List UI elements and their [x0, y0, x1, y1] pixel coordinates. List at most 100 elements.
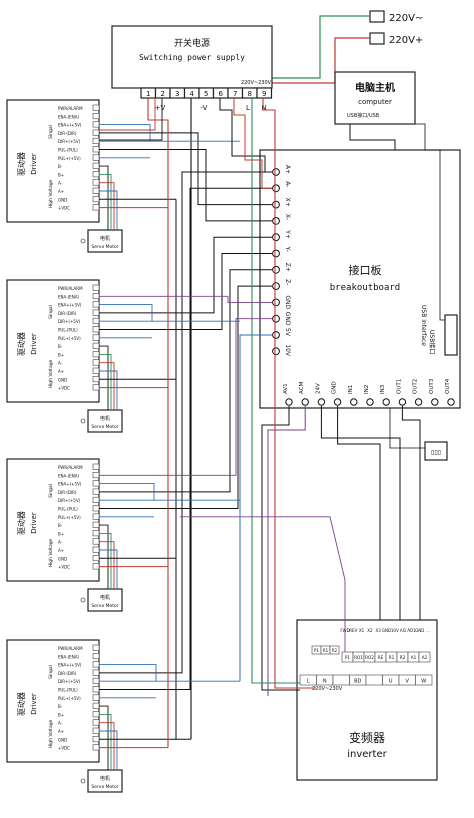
psu-ac-label: 220V~230V [241, 80, 272, 86]
driver-pin-label: ENA-(ENA) [58, 294, 79, 299]
driver-pin-terminal [92, 179, 100, 186]
driver-pin-label: DIR+(+5V) [58, 319, 81, 324]
driver-pin-label: ENA+(+5V) [58, 663, 82, 668]
driver-pin-terminal [92, 513, 100, 520]
driver-pin-terminal [92, 505, 100, 512]
breakout-bottom-terminal [414, 398, 423, 406]
driver-pin-terminal [92, 744, 100, 751]
breakout-box [259, 149, 461, 409]
motor-lead-wire [99, 541, 115, 589]
signal-wire-dir [99, 171, 272, 674]
breakout-bottom-terminal [431, 398, 439, 406]
driver-pin-label: ENA-(ENA) [58, 654, 79, 659]
breakout-bottom-terminal [382, 398, 390, 406]
computer-host: 电脑主机 computer USB接口/USB [334, 71, 416, 150]
breakout-bottom-label: 24V [315, 383, 321, 394]
driver-pin-label: B- [58, 523, 63, 528]
driver-pin-terminal [92, 367, 100, 374]
motor-lead-wire [99, 549, 118, 589]
out1-to-inverter [401, 406, 421, 620]
driver-pin-label: PUL-(PUL) [58, 328, 78, 333]
out-wire-to-connector [389, 408, 425, 449]
breakout-pin-label: 5V [284, 328, 291, 337]
breakout-5v-bus [239, 334, 272, 682]
driver-title-cn: 驱动器 [16, 692, 26, 716]
driver-title-en: Driver [30, 153, 38, 175]
breakout-board: 接口板 breakoutboard A+A-X+X-Y+Y-Z+Z-GNDGND… [259, 123, 461, 461]
driver-pin-terminal [92, 334, 100, 341]
power-plug-2 [369, 32, 385, 45]
driver-pin-label: GND [58, 197, 67, 202]
motor-mount-icon [80, 597, 86, 603]
driver-pin-terminal [92, 677, 100, 685]
common-5v-wire [99, 664, 157, 682]
inverter-small-label: R2 [332, 648, 338, 653]
driver-pin-terminal [92, 196, 100, 203]
gnd-to-inverter [337, 406, 381, 620]
driver-pin-label: DIR-(DIR) [58, 131, 77, 136]
inverter-title-en: inverter [347, 749, 387, 760]
breakout-bottom-terminal [301, 398, 309, 406]
driver-pin-terminal [92, 187, 100, 194]
driver-pin-label: DIR-(DIR) [58, 671, 77, 676]
breakout-pin-label: A- [284, 181, 291, 187]
breakout-pin-terminal [272, 265, 280, 274]
inverter-top-label: 10V [391, 628, 399, 633]
inverter-top-label: X3 [376, 628, 382, 633]
driver-pin-terminal [92, 342, 100, 349]
inverter-power-label: N [323, 679, 327, 685]
driver-pin-terminal [92, 530, 100, 537]
inverter-power-terminal [365, 674, 383, 686]
driver-pin-label: A- [58, 721, 63, 726]
driver-box [6, 639, 100, 763]
breakout-bottom-label: OUT2 [413, 379, 419, 394]
small-connector [424, 441, 448, 461]
driver-pin-terminal [92, 496, 100, 504]
driver-pin-label: PUL+(+5V) [58, 515, 81, 520]
driver-pin-label: A+ [58, 729, 64, 734]
breakout-bottom-terminal [350, 398, 358, 406]
acm-to-inverter [267, 406, 306, 696]
inverter-mid-label: RO1 [354, 655, 363, 660]
driver-pin-label: PUL-(PUL) [58, 507, 78, 512]
breakout-bottom-label: IN2 [364, 385, 370, 394]
servo-motor-box [87, 229, 123, 253]
driver-box [6, 458, 100, 582]
driver-pin-label: PWR/ALARM [58, 465, 83, 470]
inverter-mid-label: P1 [345, 655, 351, 660]
inverter-mid-label: RO2 [365, 655, 374, 660]
driver-pin-label: PUL+(+5V) [58, 156, 81, 161]
driver-hv-label: High Voltage [48, 359, 54, 388]
motor-lead-wire [99, 165, 109, 230]
breakout-bottom-label: IN3 [380, 384, 386, 394]
inverter-top-label: AO1 [407, 628, 416, 633]
motor-lead-wire [99, 173, 112, 230]
driver-pin-terminal [92, 162, 100, 169]
inverter-mid-label: A1 [411, 655, 417, 660]
driver-pin-label: DIR+(+5V) [58, 679, 81, 684]
computer-usb-cable [349, 124, 396, 150]
motor-mount-icon [80, 778, 86, 784]
driver-pin-label: PWR/ALARM [58, 646, 83, 651]
psu-terminal-number: 2 [161, 90, 165, 98]
driver-pin-terminal [92, 351, 100, 358]
signal-wire-pul [99, 253, 272, 330]
breakout-bottom-terminal [317, 398, 326, 406]
servo-motor-box [87, 409, 123, 433]
breakout-title-en: breakoutboard [330, 283, 400, 293]
motor-lead-wire [99, 722, 115, 770]
psu-gnd-to-driver1 [99, 98, 163, 141]
signal-wire-dir [99, 269, 272, 493]
psu-terminal-number: 7 [233, 90, 237, 98]
inverter-mid-label: A2 [422, 655, 428, 660]
breakout-pin-terminal [272, 184, 280, 193]
power-plug-1 [369, 10, 385, 23]
driver-pin-terminal [92, 694, 100, 701]
driver-box [6, 99, 100, 223]
inverter-top-label: REV [349, 628, 357, 633]
